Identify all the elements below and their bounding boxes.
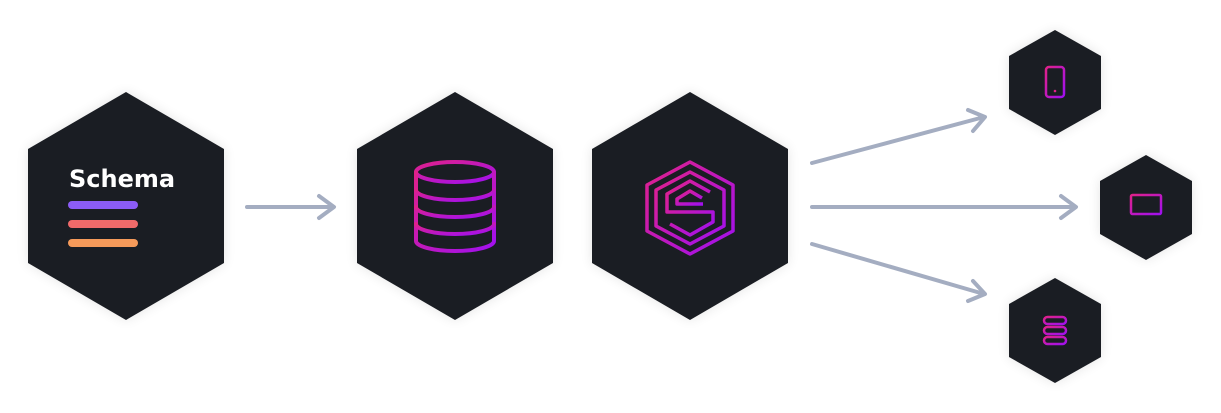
server-hexagon [1009,278,1101,383]
arrow-platform-to-laptop [810,194,1078,220]
database-node [357,92,553,320]
mobile-hexagon [1009,30,1101,135]
arrow-platform-to-server [810,242,987,303]
schema-bars-icon [68,201,138,247]
laptop-icon [1123,193,1169,220]
schema-title: Schema [69,165,175,193]
server-node [1009,278,1101,383]
arrow-schema-to-database [245,194,336,220]
laptop-hexagon [1100,155,1192,260]
server-stack-icon [1042,315,1068,346]
database-hexagon [357,92,553,320]
laptop-node [1100,155,1192,260]
s-logo-icon [645,160,735,256]
schema-node: Schema [28,92,224,320]
platform-node [592,92,788,320]
arrow-platform-to-mobile [810,108,987,165]
mobile-phone-icon [1044,65,1066,99]
database-icon [414,160,496,253]
mobile-node [1009,30,1101,135]
platform-hexagon [592,92,788,320]
